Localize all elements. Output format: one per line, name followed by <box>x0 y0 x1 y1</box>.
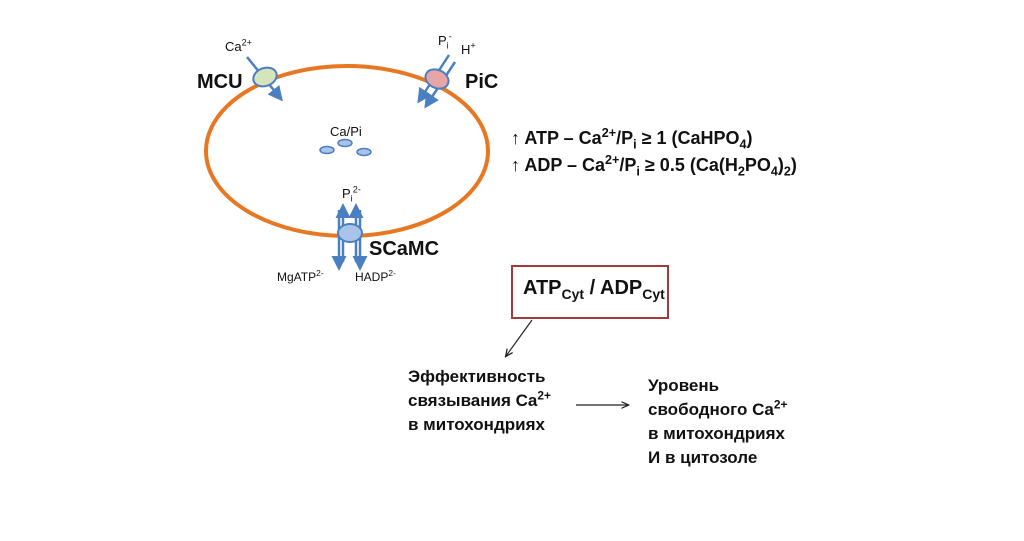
pic-phosphate-label: Pi- <box>438 31 452 51</box>
mcu-label: MCU <box>197 71 243 93</box>
level-line-2: свободного Ca2+ <box>648 397 788 419</box>
efficiency-line-3: в митохондриях <box>408 415 545 434</box>
hadp-label: HADP2- <box>355 268 396 284</box>
level-line-1: Уровень <box>648 376 720 395</box>
mcu-channel <box>252 66 278 88</box>
equation-adp: ↑ ADP – Ca2+/Pi ≥ 0.5 (Ca(H2PO4)2) <box>511 153 797 179</box>
mcu-ca-label: Ca2+ <box>225 37 252 54</box>
granule <box>356 147 372 157</box>
level-line-3: в митохондриях <box>648 424 785 443</box>
scamc-label: SCaMC <box>369 238 440 260</box>
mgatp-label: MgATP2- <box>277 268 324 284</box>
atp-adp-ratio-box: ATPCyt / ADPCyt <box>511 265 669 319</box>
granule <box>319 145 335 155</box>
scamc-channel <box>337 223 363 243</box>
ca-pi-label: Ca/Pi <box>330 124 362 139</box>
efficiency-line-1: Эффективность <box>408 367 546 386</box>
atp-adp-ratio-text: ATPCyt / ADPCyt <box>523 277 665 302</box>
pic-label: PiC <box>465 71 499 93</box>
pic-proton-label: H+ <box>461 40 476 57</box>
level-line-4: И в цитозоле <box>648 448 758 467</box>
scamc-phosphate-label: Pi2- <box>342 184 361 204</box>
equation-atp: ↑ ATP – Ca2+/Pi ≥ 1 (CaHPO4) <box>511 126 753 152</box>
pic-channel <box>424 68 450 90</box>
mitochondrion-membrane <box>204 64 490 238</box>
box-to-efficiency-arrow <box>506 319 533 356</box>
efficiency-line-2: связывания Ca2+ <box>408 388 551 410</box>
granule <box>337 138 353 148</box>
